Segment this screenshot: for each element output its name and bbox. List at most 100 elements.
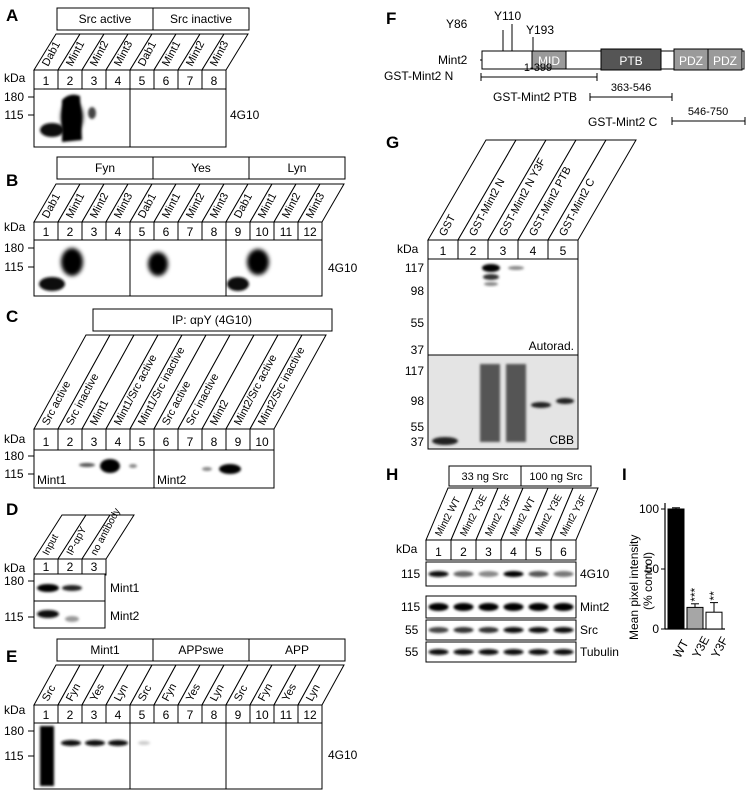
lane-number: 5	[139, 435, 146, 449]
panel-e-letter: E	[6, 647, 17, 666]
panel-d-blot-label: Mint2	[110, 609, 140, 623]
marker-label: 180	[4, 449, 24, 463]
lane-number: 2	[460, 545, 467, 559]
construct-name: GST-Mint2 PTB	[493, 90, 577, 104]
panel-d-blot-label: Mint1	[110, 581, 140, 595]
panel-d-kda: kDa	[4, 561, 26, 575]
lane-number: 4	[115, 74, 122, 88]
band	[528, 603, 549, 611]
lane-number: 12	[303, 225, 317, 239]
lane-number: 3	[500, 244, 507, 258]
band	[453, 571, 474, 577]
domain-label: PDZ	[679, 54, 703, 68]
y-axis-label: (% control)	[641, 552, 655, 610]
band	[503, 571, 524, 577]
marker-label: 180	[4, 574, 24, 588]
band	[528, 627, 549, 633]
panel-c-group-label: IP: αpY (4G10)	[172, 313, 252, 327]
lane-number: 9	[235, 708, 242, 722]
lane-number: 1	[435, 545, 442, 559]
panel-h-bands	[428, 571, 574, 655]
panel-h-blot-label: 4G10	[580, 567, 610, 581]
panel-a: A Src active Src inactive Dab11Mint12Min…	[4, 6, 260, 148]
panel-e-kda: kDa	[4, 703, 26, 717]
construct-range: 546-750	[688, 106, 728, 118]
panel-a-group-box	[152, 7, 250, 31]
panel-g-bottom-label: CBB	[549, 433, 574, 447]
panel-e-group-label: Mint1	[90, 643, 120, 657]
domain-label: PDZ	[713, 54, 737, 68]
marker-label: 98	[411, 394, 425, 408]
panel-b-band	[61, 248, 83, 276]
marker-label: 115	[4, 260, 23, 274]
lane-number: 4	[510, 545, 517, 559]
panel-a-kda: kDa	[4, 71, 26, 85]
panel-a-lanes: Dab11Mint12Mint23Mint34Dab15Mint16Mint27…	[33, 33, 249, 90]
marker-label: 180	[4, 241, 24, 255]
lane-number: 2	[67, 435, 74, 449]
lane-number: 4	[530, 244, 537, 258]
lane-number: 7	[187, 435, 194, 449]
lane-number: 2	[470, 244, 477, 258]
x-tick-label: WT	[670, 637, 691, 661]
panel-c-blot-left	[33, 449, 155, 489]
panel-a-letter: A	[6, 6, 18, 25]
band	[478, 603, 499, 611]
panel-a-antibody: 4G10	[230, 108, 260, 122]
panel-b-lanes: Dab11Mint12Mint23Mint34Dab15Mint16Mint27…	[33, 183, 345, 241]
construct-range: 1-399	[524, 62, 552, 74]
panel-a-band	[61, 101, 83, 133]
lane-number: 5	[139, 225, 146, 239]
marker-label: 37	[411, 343, 425, 357]
y-tick-label: 100	[639, 502, 659, 516]
panel-e: E Mint1 APPswe APP Src1Fyn2Yes3Lyn4Src5F…	[4, 638, 358, 790]
domain-ptb	[600, 48, 662, 71]
lane-number: 7	[187, 225, 194, 239]
panel-c-blot-label: Mint2	[157, 473, 187, 487]
lane-number: 6	[163, 708, 170, 722]
lane-number: 5	[535, 545, 542, 559]
lane-number: 11	[280, 225, 293, 239]
x-tick-label: Y3E	[689, 634, 712, 661]
domain-pdz2	[707, 48, 743, 71]
panel-b-band	[247, 249, 269, 275]
protein-label: Mint2	[438, 53, 468, 67]
panel-b-group-box	[248, 156, 346, 180]
lane-number: 8	[211, 708, 218, 722]
marker-label: 37	[411, 435, 425, 449]
lane-number: 1	[43, 560, 50, 574]
panel-a-band	[40, 123, 64, 137]
marker-label: 180	[4, 724, 24, 738]
band	[428, 571, 449, 577]
panel-c-letter: C	[6, 307, 18, 326]
band	[553, 603, 574, 611]
lane-number: 10	[255, 708, 269, 722]
panel-c-blot-label: Mint1	[37, 473, 67, 487]
marker-label: 180	[4, 90, 24, 104]
band	[503, 649, 524, 655]
marker-label: 55	[411, 420, 425, 434]
lane-number: 8	[211, 435, 218, 449]
lane-number: 11	[280, 708, 293, 722]
band	[553, 649, 574, 655]
lane-number: 10	[255, 225, 269, 239]
marker-label: 115	[401, 567, 420, 581]
panel-b: B Fyn Yes Lyn Dab11Mint12Mint23Mint34Dab…	[4, 156, 358, 297]
lane-number: 6	[560, 545, 567, 559]
panel-g-autorad-blot	[427, 258, 579, 356]
y-tick-label: 50	[646, 562, 660, 576]
construct-name: GST-Mint2 N	[384, 69, 453, 83]
panel-f: F Y86 Y110 Y193 Mint2 MID PTB PDZ PDZ GS…	[384, 9, 746, 129]
panel-c-kda: kDa	[4, 432, 26, 446]
lane-number: 6	[163, 225, 170, 239]
band	[478, 571, 499, 577]
lane-number: 5	[139, 708, 146, 722]
lane-number: 4	[115, 708, 122, 722]
domain-label: MID	[538, 54, 560, 68]
panel-e-lanes: Src1Fyn2Yes3Lyn4Src5Fyn6Yes7Lyn8Src9Fyn1…	[33, 664, 345, 724]
construct-name: GST-Mint2 C	[588, 115, 658, 129]
